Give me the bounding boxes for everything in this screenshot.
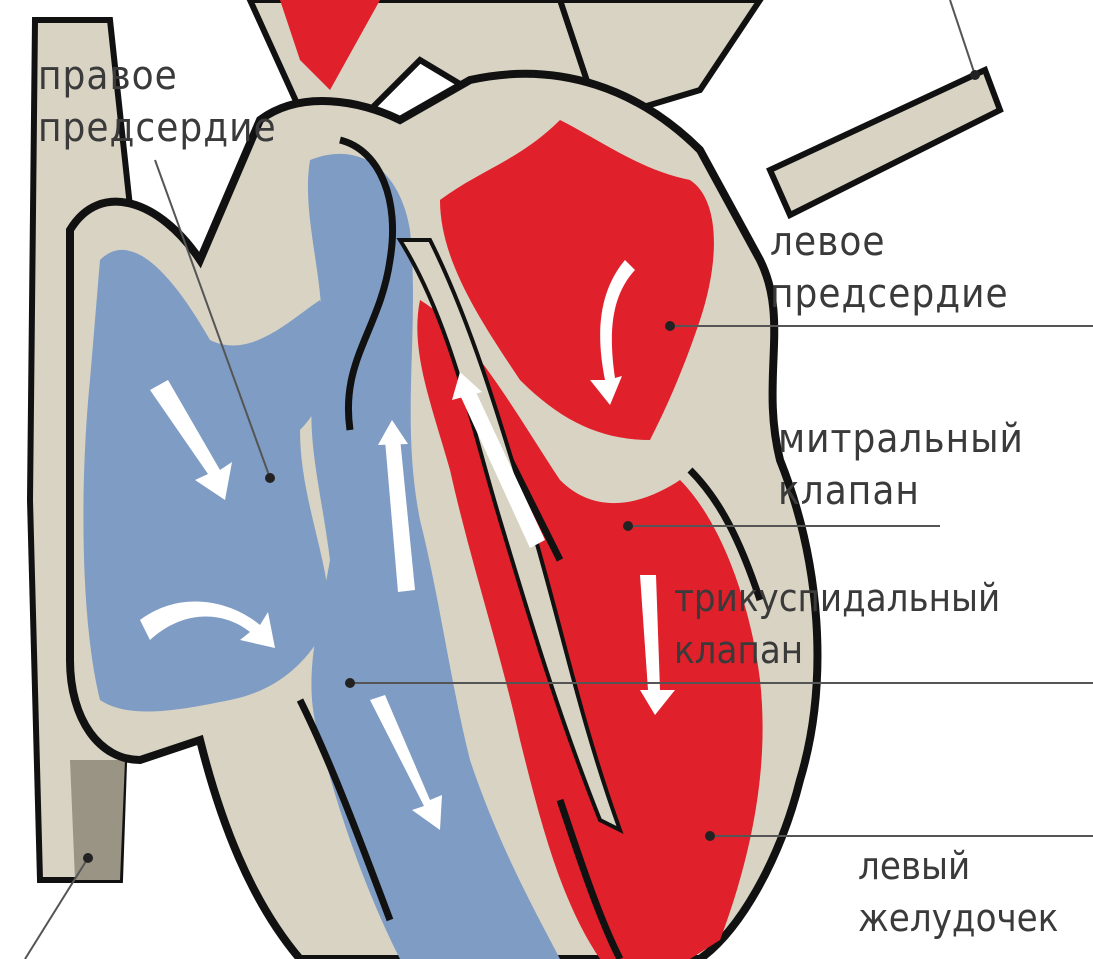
dot-tricuspid-valve [345, 678, 355, 688]
leader-line-top-right [950, 0, 975, 75]
label-left-atrium-line1: левое [770, 216, 1009, 268]
dot-right-atrium [265, 473, 275, 483]
dot-mitral-valve [623, 521, 633, 531]
label-left-ventricle-line1: левый [858, 840, 1058, 892]
label-tricuspid-valve: трикуспидальный клапан [674, 572, 1000, 676]
vena-cava-shade [70, 760, 125, 880]
dot-left-atrium [665, 321, 675, 331]
label-left-ventricle-line2: желудочек [858, 892, 1058, 944]
pulmonary-vein-right [770, 70, 1000, 215]
label-left-atrium-line2: предсердие [770, 268, 1009, 320]
label-mitral-valve-line2: клапан [778, 465, 1024, 517]
label-left-ventricle: левый желудочек [858, 840, 1058, 944]
label-right-atrium-line2: предсердие [38, 102, 277, 154]
dot-vena-cava [83, 853, 93, 863]
dot-top-right-vessel [970, 70, 980, 80]
label-tricuspid-valve-line2: клапан [674, 624, 1000, 676]
label-right-atrium: правое предсердие [38, 50, 277, 154]
dot-left-ventricle [705, 831, 715, 841]
label-right-atrium-line1: правое [38, 50, 277, 102]
label-tricuspid-valve-line1: трикуспидальный [674, 572, 1000, 624]
label-mitral-valve: митральный клапан [778, 413, 1024, 517]
label-left-atrium: левое предсердие [770, 216, 1009, 320]
label-mitral-valve-line1: митральный [778, 413, 1024, 465]
